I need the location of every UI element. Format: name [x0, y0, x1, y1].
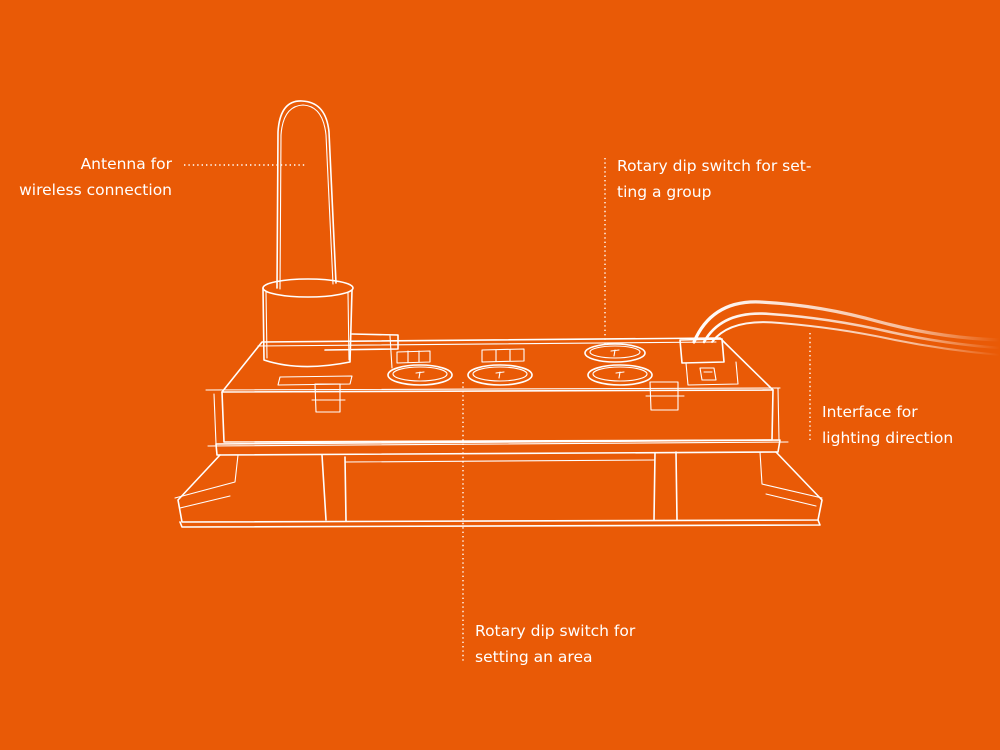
housing-drawing [174, 333, 823, 528]
label-area-switch-line2: setting an area [475, 648, 593, 666]
label-area-switch: Rotary dip switch for setting an area [475, 618, 635, 670]
label-antenna-line1: Antenna for [80, 155, 172, 173]
area-switch-1 [387, 364, 453, 386]
rotary-switches [387, 343, 653, 386]
label-group-switch-line2: ting a group [617, 183, 712, 201]
label-group-switch: Rotary dip switch for set- ting a group [617, 153, 811, 205]
lighting-interface-connector [679, 300, 1000, 386]
label-antenna-line2: wireless connection [19, 181, 172, 199]
area-switch-3 [587, 364, 653, 386]
group-switch [584, 343, 646, 363]
dip-block-1 [396, 350, 431, 364]
label-lighting-interface: Interface for lighting direction [822, 399, 953, 451]
label-lighting-interface-line2: lighting direction [822, 429, 954, 447]
antenna-drawing [262, 100, 354, 368]
dip-block-2 [481, 348, 525, 363]
area-switch-2 [467, 364, 533, 386]
leader-lines [184, 158, 811, 662]
label-area-switch-line1: Rotary dip switch for [475, 622, 636, 640]
label-antenna: Antenna for wireless connection [19, 151, 172, 203]
label-lighting-interface-line1: Interface for [822, 403, 918, 421]
label-group-switch-line1: Rotary dip switch for set- [617, 157, 812, 175]
